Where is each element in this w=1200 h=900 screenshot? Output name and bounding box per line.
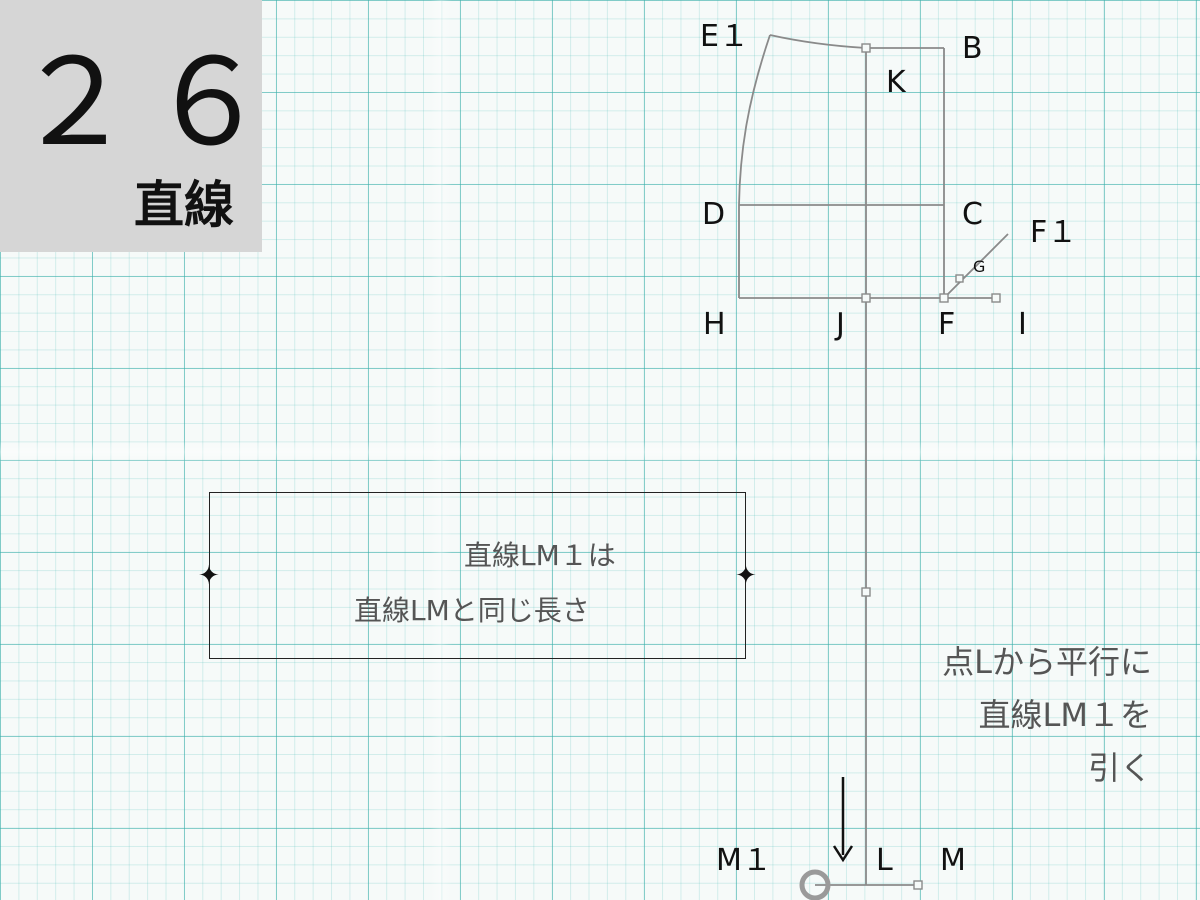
instruction-line-2: 直線LM１を	[978, 696, 1152, 734]
point-marker-f	[939, 293, 949, 303]
label-g: G	[973, 257, 986, 276]
point-m1-circle-icon	[799, 869, 831, 900]
point-marker-j	[861, 293, 871, 303]
curve-e1-to-h	[738, 34, 771, 298]
label-e1: E１	[700, 19, 749, 54]
point-marker-m	[913, 880, 923, 890]
label-d: D	[702, 197, 726, 232]
point-marker-g	[955, 274, 964, 283]
instruction-line-1: 点Lから平行に	[942, 643, 1152, 681]
line-e1-to-b	[769, 34, 944, 49]
sparkle-right-icon: ✦	[735, 561, 757, 591]
line-f-to-f1	[943, 233, 1009, 299]
note-text-line-1: 直線LM１は	[464, 539, 616, 572]
point-marker-mid	[861, 587, 871, 597]
point-marker-i	[991, 293, 1001, 303]
step-number: ２６	[14, 34, 282, 173]
step-title: 直線	[134, 176, 234, 234]
note-box	[209, 492, 746, 659]
label-i: I	[1018, 307, 1027, 342]
label-h: H	[703, 307, 726, 342]
label-j: J	[836, 307, 845, 342]
label-b: B	[962, 31, 983, 66]
label-f1: F１	[1030, 215, 1078, 250]
step-badge: ２６ 直線	[0, 0, 268, 252]
label-l: L	[876, 843, 893, 878]
instruction-line-3: 引く	[1087, 749, 1152, 787]
point-marker-k	[861, 43, 871, 53]
label-f: F	[938, 307, 956, 342]
down-arrow-icon	[832, 777, 854, 863]
note-text-line-2: 直線LMと同じ長さ	[354, 594, 590, 627]
sparkle-left-icon: ✦	[198, 561, 220, 591]
label-m1: M１	[716, 843, 772, 878]
label-c: C	[962, 197, 983, 232]
label-m: M	[940, 843, 966, 878]
label-k: K	[886, 65, 906, 100]
instruction-text: 点Lから平行に 直線LM１を 引く	[942, 636, 1152, 795]
